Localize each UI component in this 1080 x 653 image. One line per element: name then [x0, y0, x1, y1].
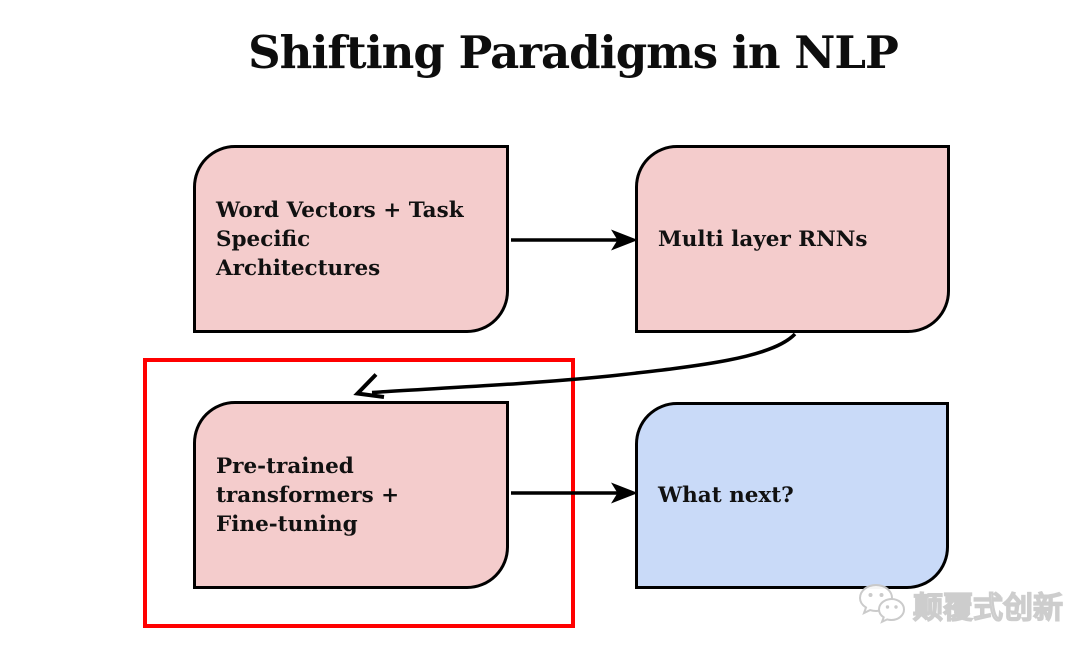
flow-box-label: What next? [658, 483, 794, 508]
flow-box-multi-layer-rnns: Multi layer RNNs [635, 145, 950, 333]
page-title: Shifting Paradigms in NLP [248, 26, 899, 79]
arrow-word-vectors-to-rnns [511, 229, 638, 251]
flow-box-pretrained-transformers: Pre-trained transformers + Fine-tuning [193, 401, 509, 589]
flow-box-label: Multi layer RNNs [658, 226, 868, 252]
flow-box-label: Word Vectors + Task Specific Architectur… [216, 197, 464, 281]
watermark-text: 颠覆式创新 [912, 591, 1063, 625]
flow-box-label: Pre-trained transformers + Fine-tuning [216, 453, 400, 537]
watermark: 颠覆式创新 [855, 580, 1065, 630]
flow-box-word-vectors: Word Vectors + Task Specific Architectur… [193, 145, 509, 333]
wechat-logo-icon [858, 583, 906, 624]
flow-box-what-next: What next? [635, 402, 949, 589]
